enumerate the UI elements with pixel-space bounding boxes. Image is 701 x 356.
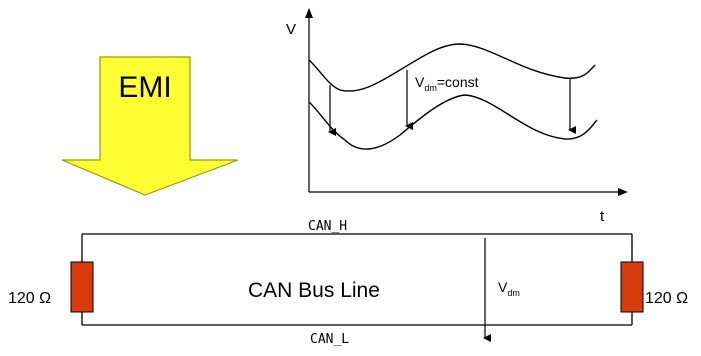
can-l-label: CAN_L bbox=[310, 332, 349, 347]
bus-vdm-label: Vdm bbox=[498, 279, 520, 298]
voltage-graph: V t Vdm=const bbox=[286, 8, 628, 225]
right-termination-resistor bbox=[621, 262, 643, 312]
left-termination-resistor bbox=[71, 262, 93, 312]
y-axis-label: V bbox=[286, 21, 296, 38]
emi-arrow: EMI bbox=[62, 57, 238, 195]
can-bus-circuit: CAN_H CAN_L 120 Ω 120 Ω CAN Bus Line Vdm bbox=[8, 219, 688, 347]
right-resistor-label: 120 Ω bbox=[645, 290, 688, 307]
vdm-const-label: Vdm=const bbox=[415, 74, 479, 93]
can-l-signal-curve bbox=[309, 95, 597, 149]
can-h-label: CAN_H bbox=[308, 219, 347, 234]
emi-label: EMI bbox=[118, 71, 171, 104]
y-axis-arrowhead bbox=[305, 8, 313, 18]
x-axis-label: t bbox=[600, 208, 605, 225]
x-axis-arrowhead bbox=[618, 188, 628, 196]
left-resistor-label: 120 Ω bbox=[8, 290, 51, 307]
can-bus-line-label: CAN Bus Line bbox=[248, 279, 380, 302]
